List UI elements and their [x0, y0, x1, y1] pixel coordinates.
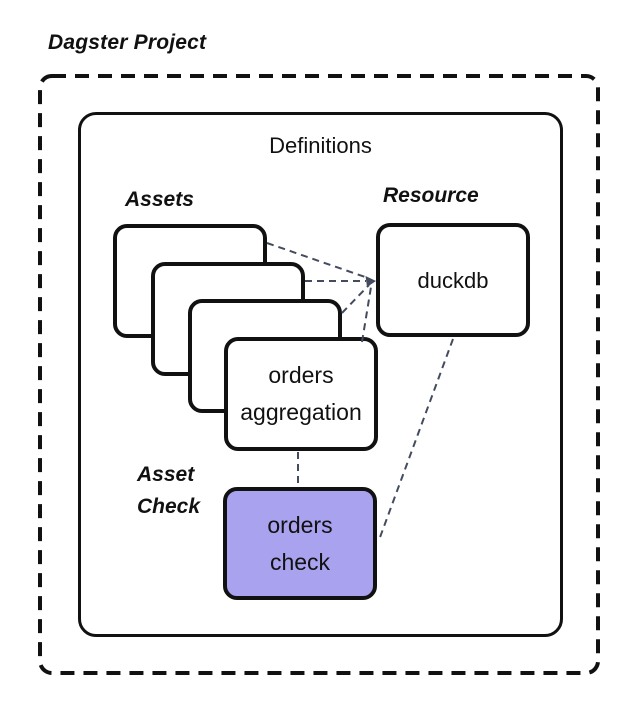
diagram-title: Dagster Project [48, 31, 207, 54]
asset-check-group-label-line2: Check [137, 495, 201, 518]
duckdb-label: duckdb [417, 267, 489, 293]
assets-group-label: Assets [125, 188, 194, 211]
resource-group-label: Resource [383, 184, 479, 207]
orders-aggregation-label-line1: orders [268, 362, 334, 388]
definitions-label: Definitions [269, 133, 372, 158]
asset-check-node-orders-check: orders check [223, 487, 377, 600]
orders-check-label-line1: orders [267, 511, 333, 538]
asset-check-group-label-line1: Asset [137, 463, 195, 486]
orders-aggregation-label-line2: aggregation [240, 399, 362, 425]
resource-node-duckdb: duckdb [376, 223, 530, 337]
asset-node-orders-aggregation: orders aggregation [224, 337, 378, 451]
orders-check-label-line2: check [269, 548, 331, 575]
asset-check-group-label: Asset Check [137, 459, 200, 523]
